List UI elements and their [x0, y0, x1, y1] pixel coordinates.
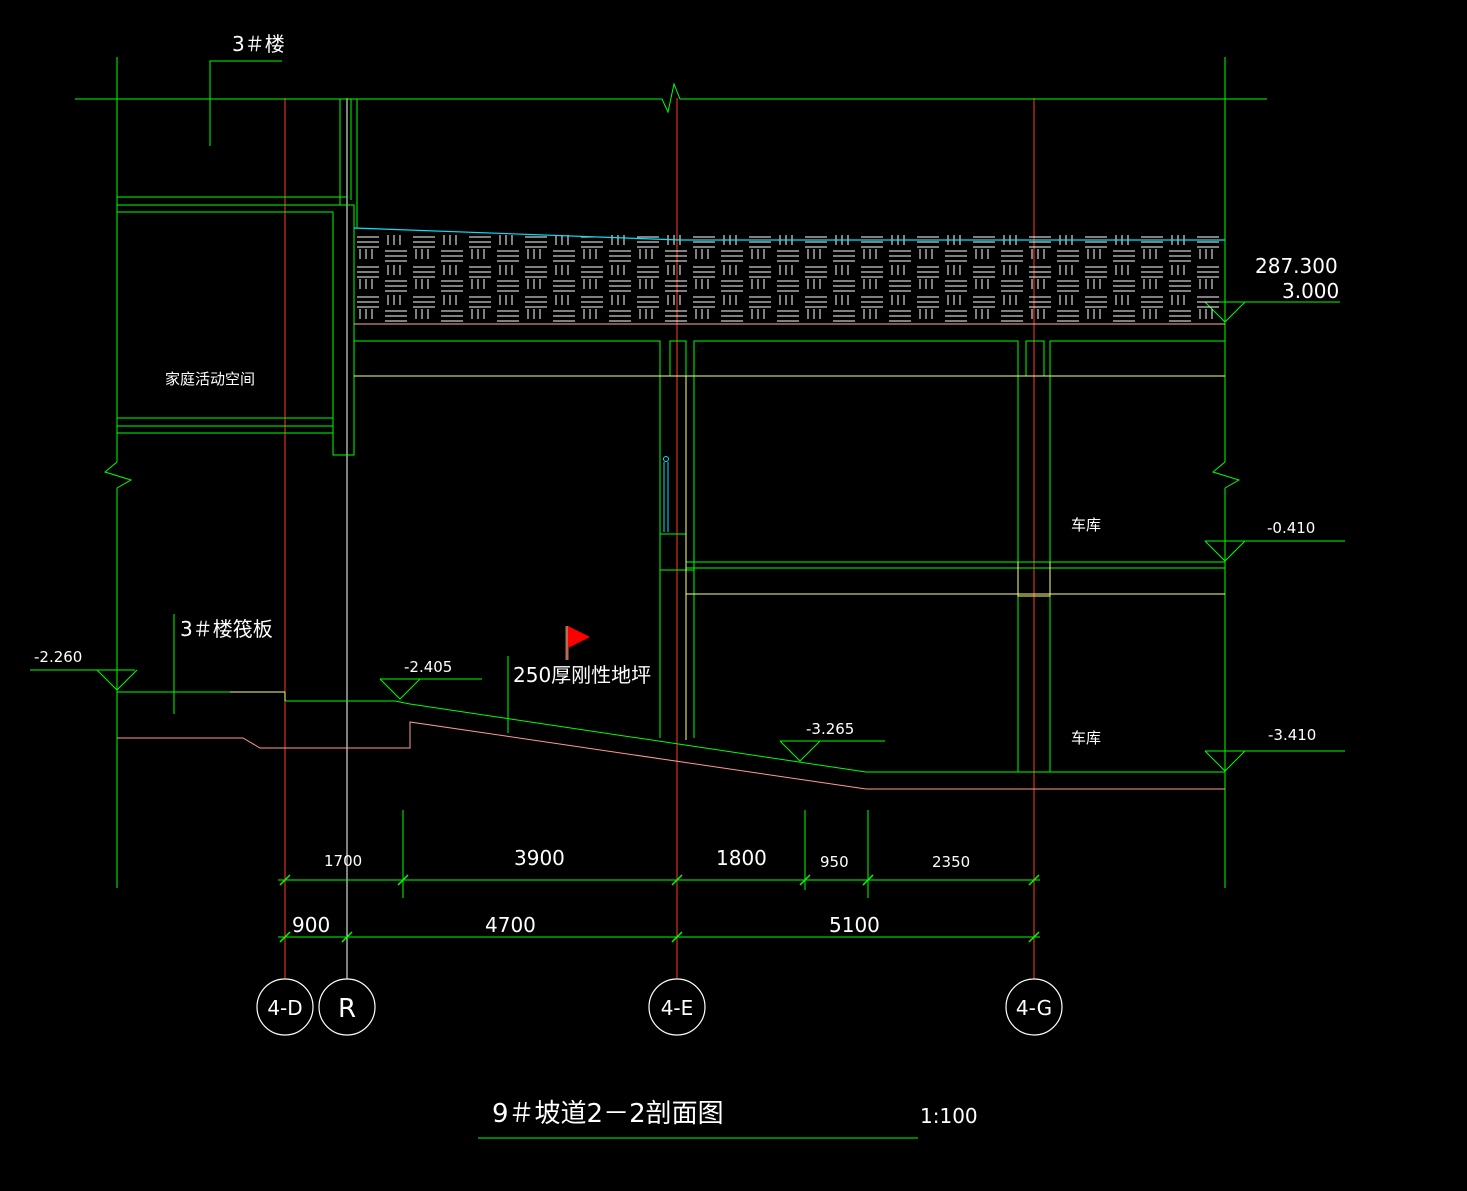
elevation-top-abs: 287.300 [1255, 254, 1338, 278]
dim-1700: 1700 [324, 852, 362, 870]
dimension-ticks [279, 874, 1040, 943]
axis-bubble-r [318, 978, 376, 1036]
room-garage-lower-label: 车库 [1071, 729, 1101, 747]
room-family-label: 家庭活动空间 [165, 370, 255, 388]
dim-5100: 5100 [829, 913, 880, 937]
slab-label: 250厚刚性地坪 [513, 663, 651, 687]
frame-lines [30, 57, 1345, 938]
elevation-mid: -0.410 [1267, 519, 1315, 537]
building-label: 3＃楼 [232, 32, 285, 56]
axis-label-4d: 4-D [267, 996, 302, 1020]
raft-label: 3＃楼筏板 [180, 617, 273, 641]
axis-bubbles [256, 978, 1063, 1036]
elevation-ramp-bottom: -3.265 [806, 720, 854, 738]
roof-soil-hatch [354, 232, 1225, 324]
ground-line [117, 721, 1225, 790]
elevation-bottom: -3.410 [1268, 726, 1316, 744]
elevation-ramp-top: -2.405 [404, 658, 452, 676]
axis-label-4g: 4-G [1016, 996, 1052, 1020]
axis-label-r: R [338, 994, 356, 1024]
axis-bubble-4e [648, 978, 706, 1036]
axis-label-4e: 4-E [661, 996, 694, 1020]
drawing-title: 9＃坡道2－2剖面图 [492, 1099, 724, 1129]
axis-bubble-4d [256, 978, 314, 1036]
dim-900: 900 [292, 913, 330, 937]
dim-1800: 1800 [716, 846, 767, 870]
dim-3900: 3900 [514, 846, 565, 870]
pipe-marker [663, 456, 669, 532]
dim-2350: 2350 [932, 853, 970, 871]
room-garage-upper-label: 车库 [1071, 516, 1101, 534]
roof-surface-line [353, 227, 1225, 241]
dim-950: 950 [820, 853, 849, 871]
dim-4700: 4700 [485, 913, 536, 937]
elevation-left: -2.260 [34, 648, 82, 666]
axis-bubble-4g [1005, 978, 1063, 1036]
drawing-scale: 1:100 [920, 1104, 978, 1128]
structure-lines [230, 375, 1225, 740]
flag-icon [565, 626, 590, 660]
elevation-top-rel: 3.000 [1282, 279, 1339, 303]
